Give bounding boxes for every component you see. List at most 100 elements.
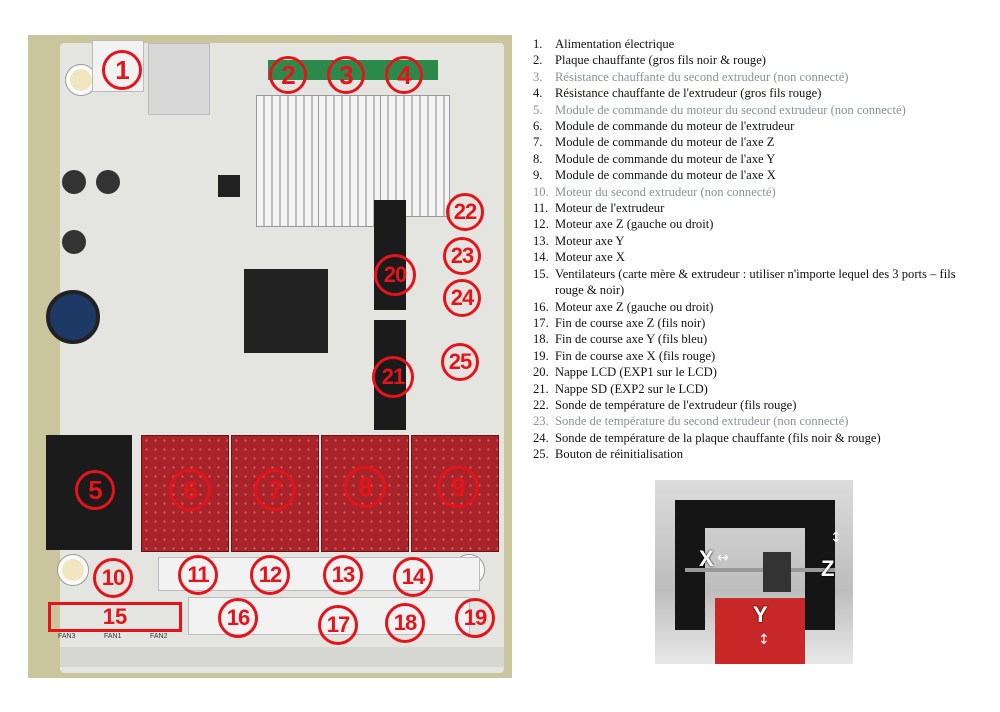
legend-text: Bouton de réinitialisation — [555, 447, 684, 462]
x-carriage — [763, 552, 791, 592]
legend-number: 3. — [533, 69, 543, 84]
legend-item: 11. Moteur de l'extrudeur — [533, 200, 965, 216]
legend-text: Fin de course axe Z (fils noir) — [555, 315, 706, 330]
legend-number: 25. — [533, 447, 549, 462]
legend-number: 15. — [533, 266, 549, 281]
legend-item: 18.Fin de course axe Y (fils bleu) — [533, 331, 965, 347]
legend-number: 20. — [533, 365, 549, 380]
legend-number: 22. — [533, 397, 549, 412]
legend-item: 15. Ventilateurs (carte mère & extrudeur … — [533, 266, 965, 299]
legend-item: 17. Fin de course axe Z (fils noir) — [533, 315, 965, 331]
stepper-driver — [321, 435, 409, 552]
legend-text: Alimentation électrique — [555, 37, 675, 51]
legend-text: Module de commande du moteur du second e… — [555, 102, 906, 117]
z-arrow-icon: ↕ — [830, 530, 842, 546]
legend-text: Fin de course axe X (fils rouge) — [555, 348, 716, 363]
frame-left — [675, 500, 705, 630]
legend-item: 23. Sonde de température du second extrud… — [533, 413, 965, 429]
capacitor — [62, 230, 86, 254]
board-edge — [60, 647, 504, 667]
legend-item: 20. Nappe LCD (EXP1 sur le LCD) — [533, 364, 965, 380]
printer-photo: X ↔ Z ↕ Y ↕ — [655, 480, 853, 664]
legend-item: 25. Bouton de réinitialisation — [533, 446, 965, 462]
z-axis-label: Z — [821, 556, 835, 581]
legend-item: 19.Fin de course axe X (fils rouge) — [533, 348, 965, 364]
marker-13: 13 — [323, 555, 363, 595]
marker-4: 4 — [385, 56, 423, 94]
legend-text: Sonde de température du second extrudeur… — [555, 414, 849, 429]
capacitor — [96, 170, 120, 194]
legend-item: 4. Résistance chauffante de l'extrudeur (… — [533, 85, 965, 101]
legend-item: 8.Module de commande du moteur de l'axe … — [533, 151, 965, 167]
legend-number: 24. — [533, 430, 549, 445]
legend-number: 12. — [533, 217, 549, 232]
y-arrow-icon: ↕ — [758, 632, 770, 648]
marker-25: 25 — [441, 343, 479, 381]
marker-6: 6 — [169, 469, 211, 511]
frame-right — [805, 500, 835, 630]
marker-21: 21 — [372, 356, 414, 398]
legend-item: 1.Alimentation électrique — [533, 36, 965, 52]
legend-item: 12. Moteur axe Z (gauche ou droit) — [533, 216, 965, 232]
legend-text: Moteur axe X — [555, 250, 625, 265]
legend-number: 23. — [533, 414, 549, 429]
legend-item: 5.Module de commande du moteur du second… — [533, 102, 965, 118]
heatsink — [256, 95, 326, 227]
legend-item: 10.Moteur du second extrudeur (non conne… — [533, 184, 965, 200]
legend-number: 13. — [533, 233, 549, 248]
legend-number: 16. — [533, 299, 549, 314]
heatsink — [380, 95, 450, 217]
legend-text: Résistance chauffante de l'extrudeur (gr… — [555, 86, 822, 101]
marker-8: 8 — [344, 466, 386, 508]
marker-18: 18 — [385, 603, 425, 643]
legend-text: Moteur du second extrudeur (non connecté… — [555, 184, 776, 199]
legend-text: Moteur axe Z (gauche ou droit) — [555, 217, 714, 232]
legend-number: 17. — [533, 315, 549, 330]
marker-23: 23 — [443, 237, 481, 275]
marker-10: 10 — [93, 558, 133, 598]
marker-7: 7 — [254, 469, 296, 511]
marker-24: 24 — [443, 279, 481, 317]
marker-5: 5 — [75, 470, 115, 510]
legend-text: Nappe LCD (EXP1 sur le LCD) — [555, 365, 717, 380]
y-axis-label: Y — [753, 602, 768, 627]
legend-text: Nappe SD (EXP2 sur le LCD) — [555, 381, 708, 396]
legend-number: 18. — [533, 332, 549, 347]
legend-number: 14. — [533, 250, 549, 265]
marker-1: 1 — [102, 50, 142, 90]
usb-connector — [148, 43, 210, 115]
legend-number: 2. — [533, 53, 543, 68]
chip — [218, 175, 240, 197]
inductor — [46, 290, 100, 344]
legend-item: 6. Module de commande du moteur de l'extr… — [533, 118, 965, 134]
marker-11: 11 — [178, 555, 218, 595]
marker-20: 20 — [374, 254, 416, 296]
x-arrow-icon: ↔ — [717, 550, 729, 566]
fan3-label: FAN3 — [58, 633, 76, 640]
legend-number: 8. — [533, 151, 543, 166]
x-axis-label: X — [699, 546, 714, 571]
legend-text: Moteur de l'extrudeur — [555, 201, 665, 216]
legend-item: 2. Plaque chauffante (gros fils noir & ro… — [533, 52, 965, 68]
legend-number: 11. — [533, 201, 549, 216]
marker-14: 14 — [393, 557, 433, 597]
legend-item: 9.Module de commande du moteur de l'axe … — [533, 167, 965, 183]
legend-item: 3.Résistance chauffante du second extrud… — [533, 69, 965, 85]
legend-text: Module de commande du moteur de l'axe X — [555, 168, 776, 183]
legend-text: Module de commande du moteur de l'extrud… — [555, 119, 795, 134]
legend-item: 16.Moteur axe Z (gauche ou droit) — [533, 299, 965, 315]
legend-item: 13. Moteur axe Y — [533, 233, 965, 249]
legend-item: 21. Nappe SD (EXP2 sur le LCD) — [533, 381, 965, 397]
legend-number: 4. — [533, 86, 543, 101]
marker-3: 3 — [327, 56, 365, 94]
legend-text: Ventilateurs (carte mère & extrudeur : u… — [555, 266, 956, 298]
legend-number: 21. — [533, 381, 549, 396]
legend-item: 22.Sonde de température de l'extrudeur (… — [533, 397, 965, 413]
legend-number: 6. — [533, 119, 543, 134]
marker-2: 2 — [269, 56, 307, 94]
legend-text: Moteur axe Y — [555, 233, 625, 248]
marker-17: 17 — [318, 605, 358, 645]
legend-text: Plaque chauffante (gros fils noir & roug… — [555, 53, 767, 68]
